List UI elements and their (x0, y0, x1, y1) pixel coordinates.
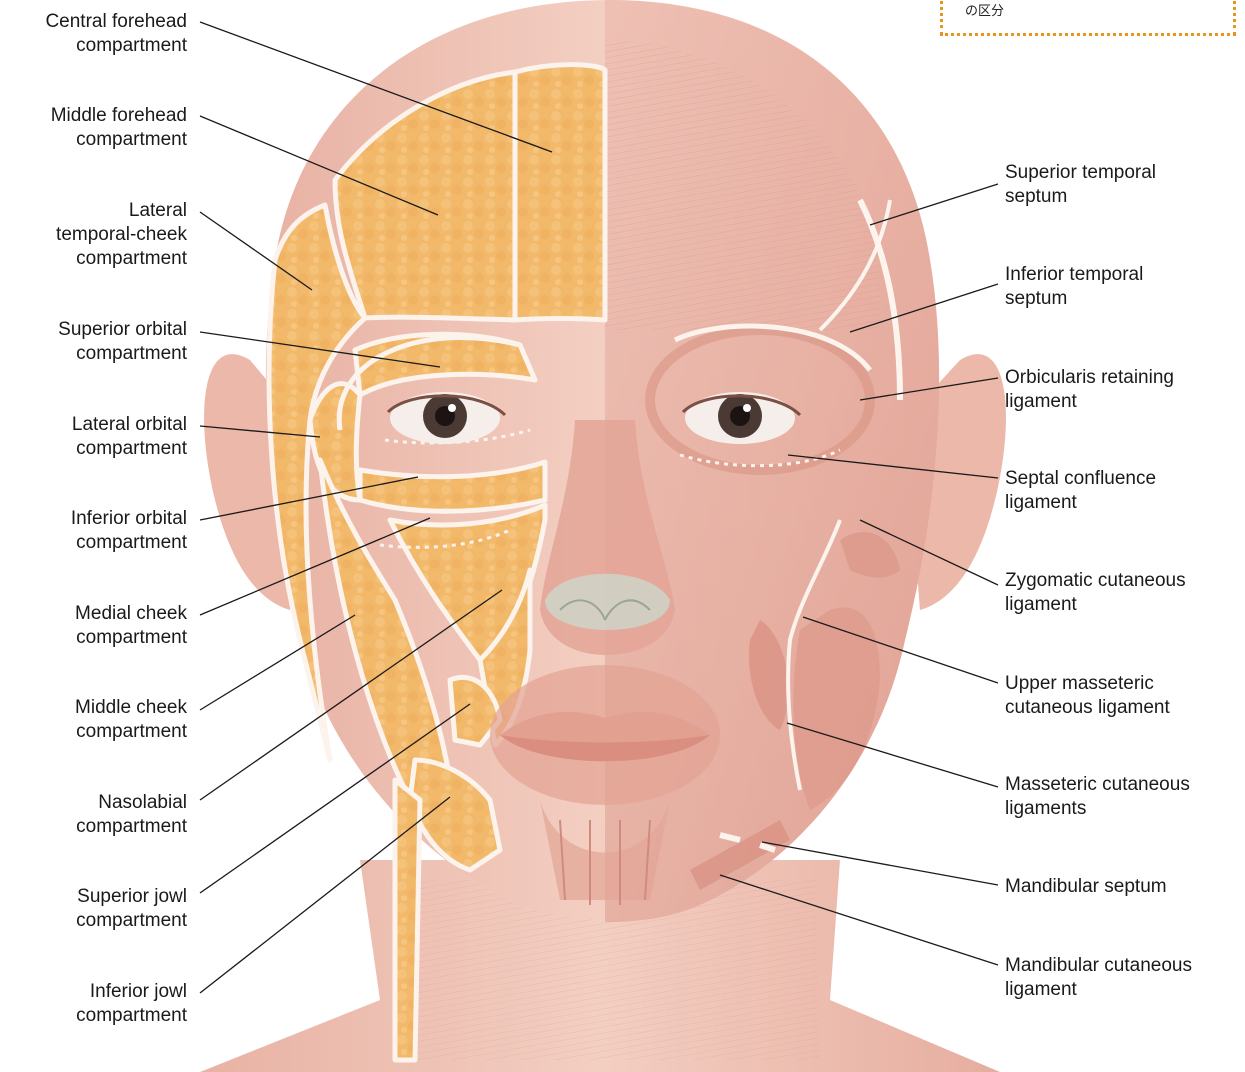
label-orbicularis-retaining-ligament: Orbicularis retaining ligament (1005, 366, 1174, 414)
label-superior-temporal-septum: Superior temporal septum (1005, 161, 1156, 209)
caption-box: の区分 (940, 0, 1236, 36)
label-central-forehead-compartment: Central forehead compartment (45, 10, 187, 58)
label-mandibular-cutaneous-ligament: Mandibular cutaneous ligament (1005, 954, 1192, 1002)
central-forehead-fat (515, 65, 605, 320)
label-inferior-jowl-compartment: Inferior jowl compartment (76, 980, 187, 1028)
label-septal-confluence-ligament: Septal confluence ligament (1005, 467, 1156, 515)
caption-text: の区分 (965, 0, 1004, 19)
label-mandibular-septum: Mandibular septum (1005, 875, 1167, 899)
label-masseteric-cutaneous-ligaments: Masseteric cutaneous ligaments (1005, 773, 1190, 821)
label-nasolabial-compartment: Nasolabial compartment (76, 791, 187, 839)
neck-fat-strip (395, 780, 420, 1060)
label-lateral-temporal-cheek-compartment: Lateral temporal-cheek compartment (56, 199, 187, 271)
label-lateral-orbital-compartment: Lateral orbital compartment (72, 413, 187, 461)
label-middle-cheek-compartment: Middle cheek compartment (75, 696, 187, 744)
label-inferior-temporal-septum: Inferior temporal septum (1005, 263, 1143, 311)
label-zygomatic-cutaneous-ligament: Zygomatic cutaneous ligament (1005, 569, 1186, 617)
label-medial-cheek-compartment: Medial cheek compartment (75, 602, 187, 650)
label-superior-jowl-compartment: Superior jowl compartment (76, 885, 187, 933)
label-upper-masseteric-cutaneous-ligament: Upper masseteric cutaneous ligament (1005, 672, 1170, 720)
label-superior-orbital-compartment: Superior orbital compartment (58, 318, 187, 366)
label-inferior-orbital-compartment: Inferior orbital compartment (71, 507, 187, 555)
label-middle-forehead-compartment: Middle forehead compartment (51, 104, 187, 152)
